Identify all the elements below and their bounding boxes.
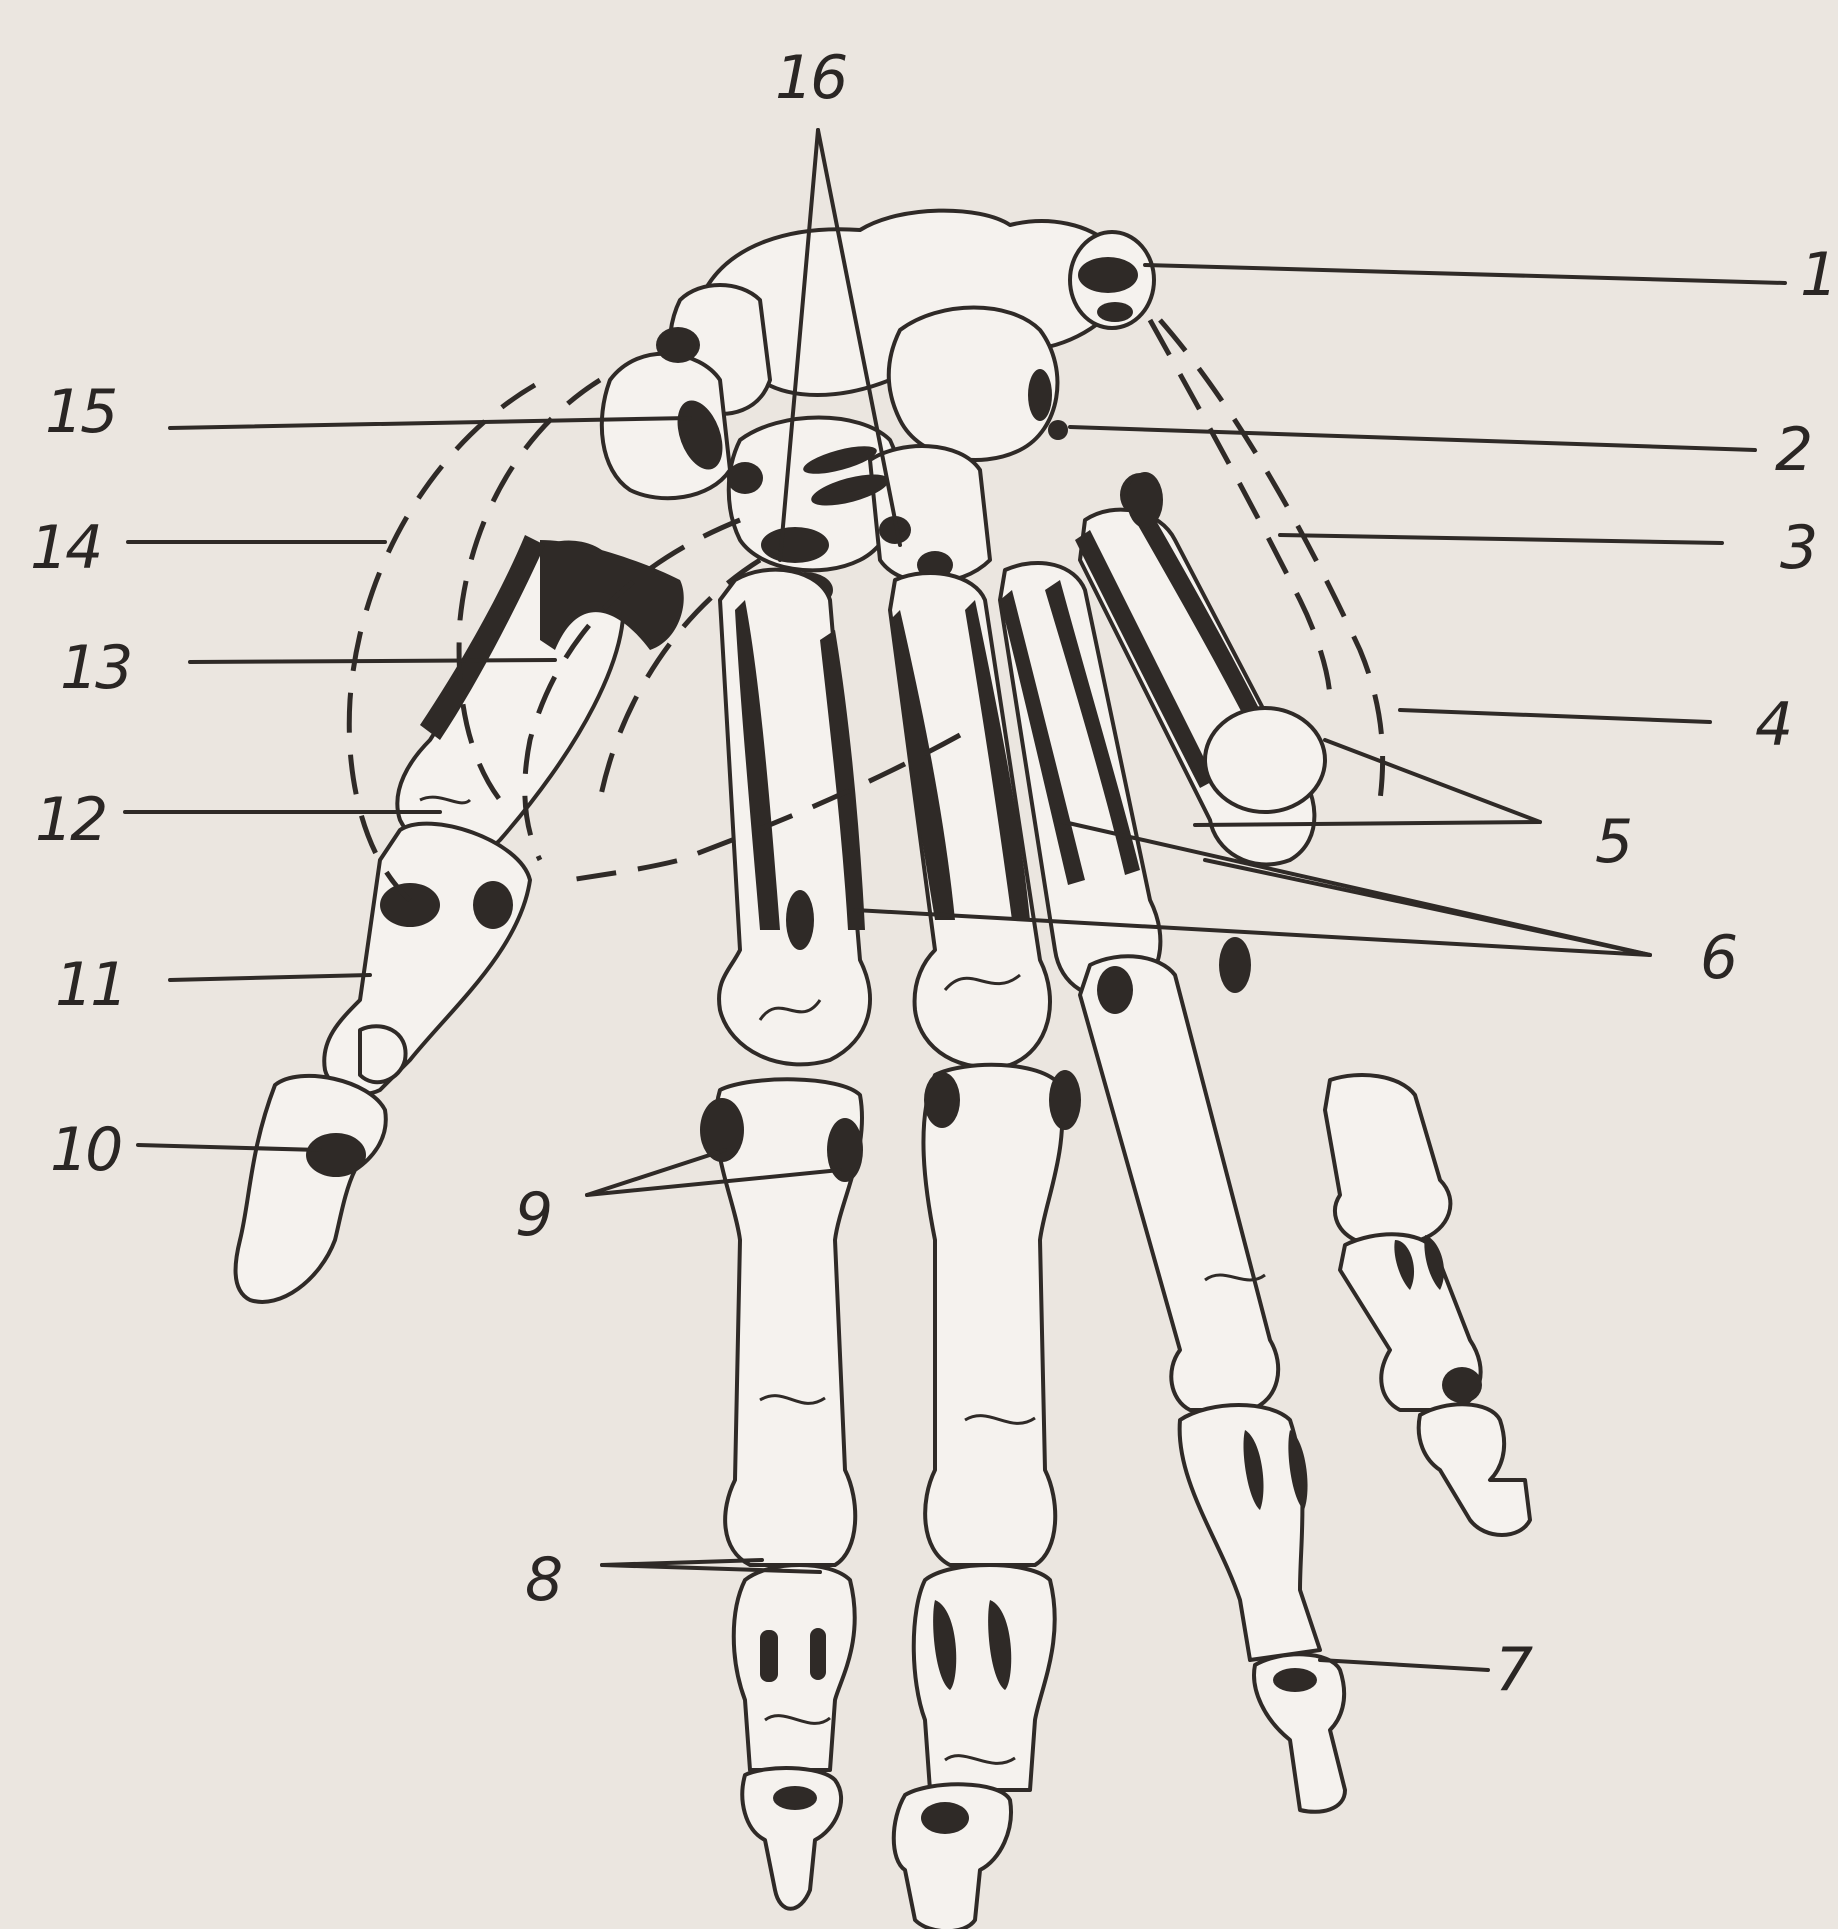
label-14: 14 [30,513,100,583]
label-11: 11 [55,950,125,1020]
label-4: 4 [1755,690,1790,760]
label-16: 16 [775,43,846,113]
label-3: 3 [1780,513,1815,583]
label-12: 12 [35,785,105,855]
label-7: 7 [1495,1635,1533,1705]
label-1: 1 [1800,240,1835,310]
label-15: 15 [45,377,115,447]
label-8: 8 [525,1545,561,1615]
label-10: 10 [50,1115,121,1185]
label-5: 5 [1595,807,1630,877]
label-2: 2 [1775,415,1810,485]
label-13: 13 [60,633,130,703]
label-9: 9 [515,1180,550,1250]
label-6: 6 [1700,923,1736,993]
